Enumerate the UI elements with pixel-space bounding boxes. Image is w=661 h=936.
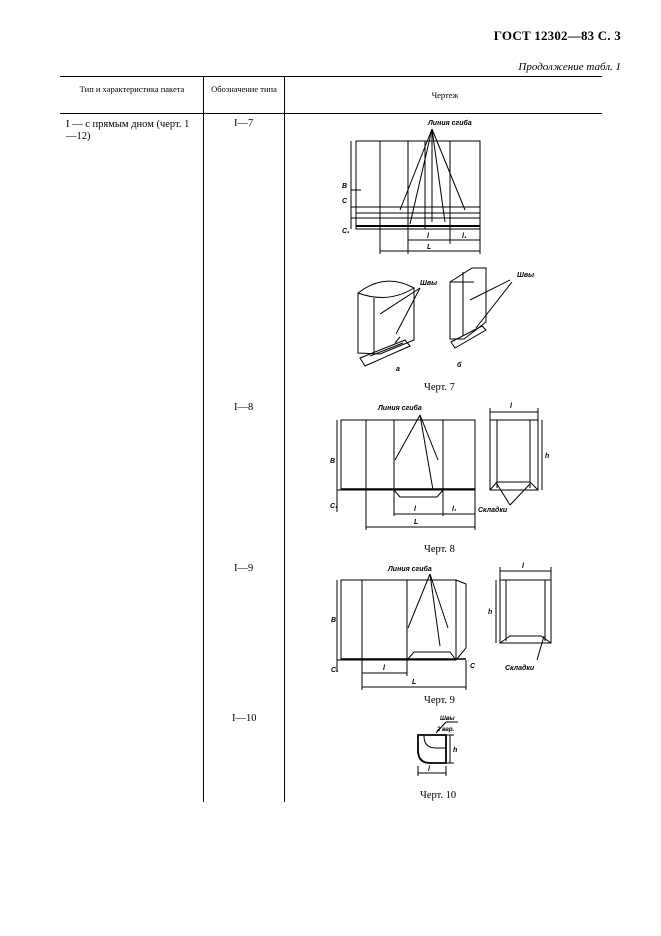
dim-l1-label-7: l₁	[462, 233, 467, 240]
dim-b-label-8: В	[330, 458, 335, 465]
fold-line-label-7: Линия сгиба	[427, 119, 472, 127]
variant-a-label: а	[396, 366, 400, 373]
gussets-label-9: Складки	[505, 664, 535, 672]
seams-label-10: Швы	[440, 716, 455, 722]
column-header-code: Обозначение типа	[211, 84, 277, 94]
dim-l-side-label-9: l	[522, 563, 525, 570]
dim-l-side-label-8: l	[510, 403, 513, 410]
dim-c1-label-9: С₁	[331, 667, 339, 674]
caption-drawing-7: Черт. 7	[424, 382, 455, 393]
dim-h-label-8: h	[545, 453, 549, 460]
dim-c1-label-8: С₁	[330, 503, 338, 510]
dim-h-label-9: h	[488, 609, 492, 616]
dim-c-label-7: С	[342, 198, 348, 205]
dim-L-label-8: L	[414, 519, 418, 526]
row-code-i9: I—9	[234, 563, 254, 574]
gussets-label-8: Складки	[478, 506, 508, 514]
dim-l-label-10: l	[428, 766, 431, 773]
row-code-i8: I—8	[234, 402, 254, 413]
row-code-i10: I—10	[232, 713, 257, 724]
document-header: ГОСТ 12302—83 С. 3	[493, 28, 621, 43]
column-header-type: Тип и характеристика пакета	[79, 84, 185, 94]
dim-c1-label-7: С₁	[342, 228, 350, 235]
dim-b-label-9: В	[331, 617, 336, 624]
caption-drawing-10: Черт. 10	[420, 790, 457, 801]
fold-line-label-8: Линия сгиба	[377, 404, 422, 412]
row-type-description: I — с прямым дном (черт. 1—12)	[66, 119, 190, 142]
fold-line-label-9: Линия сгиба	[387, 565, 432, 573]
row-code-i7: I—7	[234, 118, 254, 129]
seams-variant-label-10: 2 вар.	[436, 727, 455, 733]
caption-drawing-8: Черт. 8	[424, 544, 455, 555]
table-col-divider-1	[203, 76, 204, 802]
variant-b-label: б	[457, 361, 462, 369]
dim-l-label-9: l	[383, 665, 386, 672]
dim-L-label-9: L	[412, 679, 416, 686]
table-top-rule	[60, 76, 602, 77]
dim-l-label-8: l	[414, 506, 417, 513]
dim-c-label-9: С	[470, 663, 476, 670]
caption-drawing-9: Черт. 9	[424, 695, 455, 706]
table-header-rule	[60, 113, 602, 114]
column-header-drawing: Чертеж	[431, 90, 459, 100]
dim-l-label-7: l	[427, 233, 430, 240]
seams-label-7a: Швы	[420, 280, 437, 287]
dim-b-label-7: В	[342, 183, 347, 190]
dim-h-label-10: h	[453, 747, 457, 754]
seams-label-7b: Швы	[517, 272, 534, 279]
dim-L-label-7: L	[427, 244, 431, 251]
dim-l1-label-8: l₁	[452, 506, 457, 513]
table-continuation: Продолжение табл. 1	[518, 61, 621, 73]
table-col-divider-2	[284, 76, 285, 802]
